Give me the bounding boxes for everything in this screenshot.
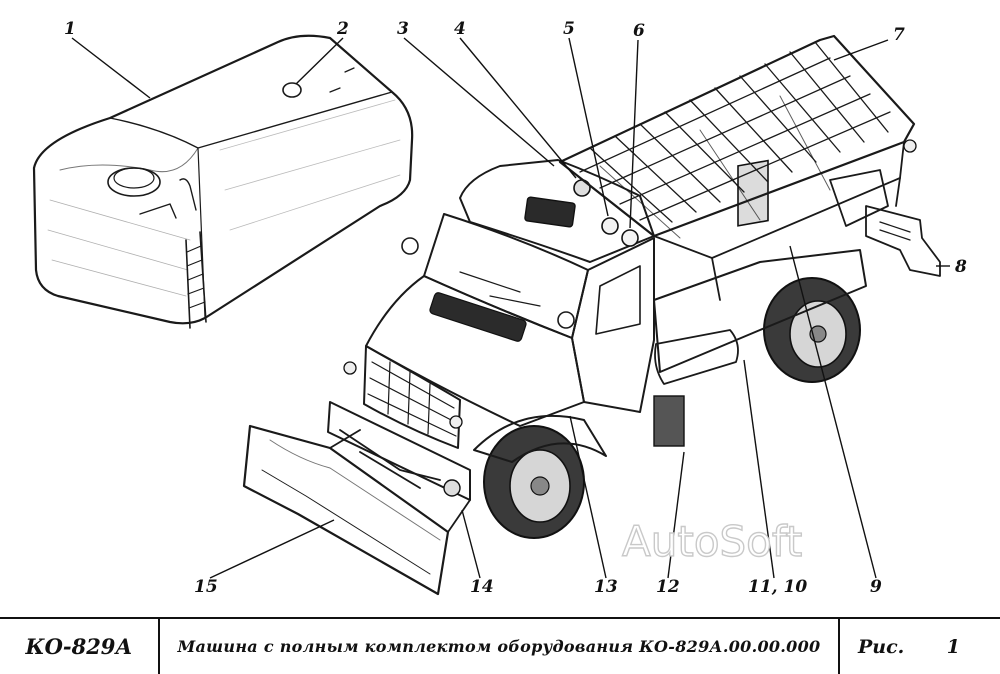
snow-plow-blade: [242, 424, 471, 596]
figure-reference: Рис. 1: [840, 619, 1000, 674]
callout-13: 13: [594, 577, 618, 597]
machine-illustration: 1 2 3 4 5 6 7 8 9 11, 10 12 13 14 15 Aut…: [32, 19, 967, 597]
water-tank: [32, 34, 414, 329]
hood-vent: [429, 292, 527, 342]
spreader-mechanism: [829, 169, 889, 227]
title-block: КО-829А Машина с полным комплектом обору…: [0, 617, 1000, 674]
callout-labels: 1 2 3 4 5 6 7 8 9 11, 10 12 13 14 15: [64, 19, 967, 597]
leader-lines: [71, 37, 950, 579]
front-wheel: [483, 425, 585, 539]
spreader-grid: [579, 41, 891, 239]
callout-7: 7: [893, 25, 905, 45]
radiator-grille: [363, 345, 461, 449]
callout-6: 6: [633, 21, 645, 41]
watermark: AutoSoft: [622, 517, 802, 566]
tank-filler-neck: [282, 82, 302, 98]
front-fender: [473, 414, 607, 463]
callout-3: 3: [397, 19, 409, 39]
callout-15: 15: [194, 577, 218, 597]
cab-door: [571, 237, 655, 413]
callout-14: 14: [470, 577, 494, 597]
spreader-body: [558, 34, 941, 301]
callout-9: 9: [870, 577, 882, 597]
figure-number: 1: [946, 635, 960, 658]
truck-cab: [401, 159, 655, 413]
model-designation: КО-829А: [0, 619, 160, 674]
callout-2: 2: [336, 19, 349, 39]
callout-1: 1: [64, 19, 76, 39]
figure-label: Рис.: [858, 635, 905, 658]
callout-4: 4: [454, 19, 466, 39]
fuel-tank: [654, 329, 739, 385]
equipment-box: [737, 159, 769, 227]
roof-lamp-6: [621, 229, 639, 247]
callout-12: 12: [656, 577, 680, 597]
callout-5: 5: [563, 19, 575, 39]
callout-11-10: 11, 10: [748, 577, 807, 597]
rear-boom: [865, 205, 941, 277]
tank-ladder: [185, 231, 207, 329]
chassis-equipment: [473, 159, 867, 463]
drawing-description: Машина с полным комплектом оборудования …: [160, 619, 840, 674]
roof-hatch: [524, 196, 576, 228]
roof-lamp-5: [601, 217, 619, 235]
callout-8: 8: [954, 257, 967, 277]
